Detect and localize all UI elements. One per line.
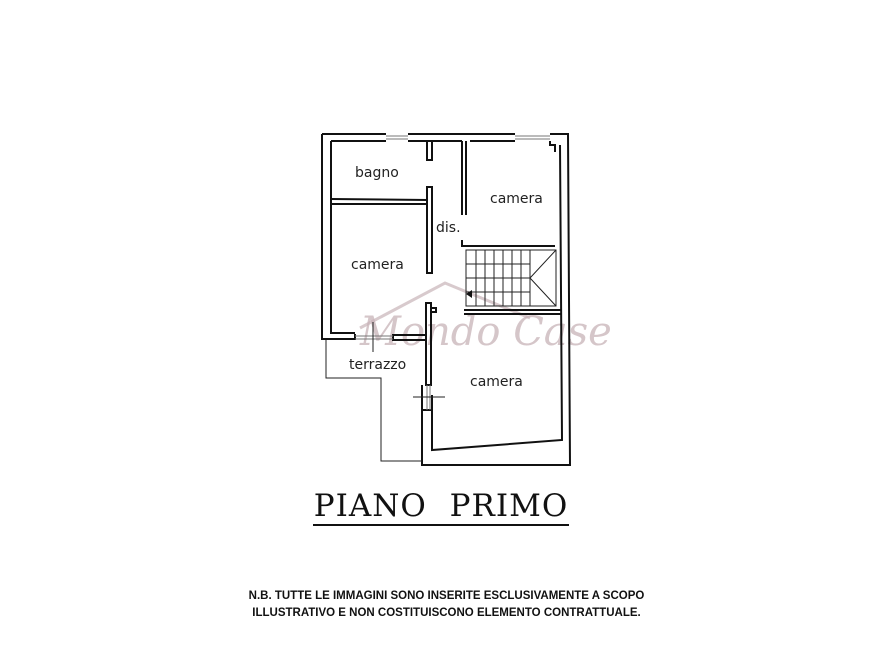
stair-direction-arrow-icon [466, 290, 472, 298]
disclaimer-line-1: N.B. TUTTE LE IMMAGINI SONO INSERITE ESC… [248, 590, 645, 602]
disclaimer-line-2: ILLUSTRATIVO E NON COSTITUISCONO ELEMENT… [252, 607, 641, 619]
windows [355, 135, 550, 410]
room-label-terrazzo: terrazzo [349, 357, 406, 373]
title-underline [313, 524, 569, 526]
room-label-camera-top-right: camera [490, 191, 543, 207]
staircase [465, 249, 557, 307]
room-label-camera-bottom-right: camera [470, 374, 523, 390]
room-label-camera-left: camera [351, 257, 404, 273]
outer-walls [321, 133, 572, 466]
room-label-bagno: bagno [355, 165, 399, 181]
terrazzo-outline [325, 340, 422, 462]
disclaimer: N.B. TUTTE LE IMMAGINI SONO INSERITE ESC… [200, 588, 693, 622]
floor-title: PIANO PRIMO [313, 488, 569, 524]
room-label-dis: dis. [436, 220, 461, 236]
watermark-text: Mondo Case [359, 309, 612, 355]
